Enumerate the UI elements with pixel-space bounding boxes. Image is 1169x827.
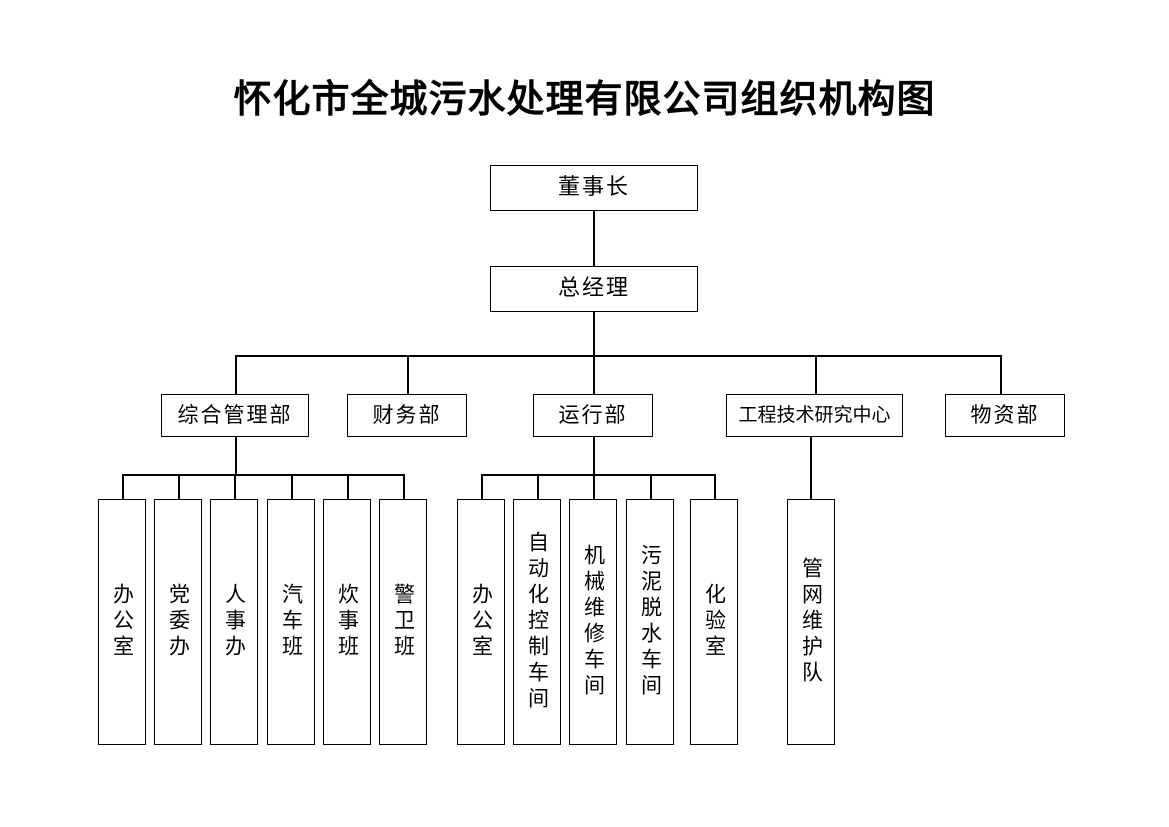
- node-op-office[interactable]: 办公室: [457, 499, 505, 745]
- node-ga-office-label: 办公室: [110, 583, 135, 661]
- node-department-engineering-center-label: 工程技术研究中心: [738, 404, 891, 427]
- connector-leg-op-lab: [714, 474, 716, 500]
- node-ga-kitchen-label: 炊事班: [335, 583, 360, 661]
- node-ga-kitchen[interactable]: 炊事班: [323, 499, 371, 745]
- connector-engineering-drop: [810, 437, 812, 500]
- node-department-general-admin-label: 综合管理部: [177, 402, 293, 427]
- operations-bus: [481, 474, 716, 476]
- node-op-lab-label: 化验室: [702, 583, 727, 661]
- general-admin-bus: [122, 474, 404, 476]
- connector-leg-ga-hr: [234, 474, 236, 500]
- node-department-finance-label: 财务部: [372, 402, 442, 427]
- node-op-sludge[interactable]: 污泥脱水车间: [626, 499, 674, 745]
- connector-leg-op-auto-control: [537, 474, 539, 500]
- node-ga-office[interactable]: 办公室: [98, 499, 146, 745]
- node-ga-vehicle-label: 汽车班: [279, 583, 304, 661]
- connector-leg-ga-vehicle: [291, 474, 293, 500]
- node-department-operations[interactable]: 运行部: [533, 394, 653, 437]
- department-bus: [235, 355, 1001, 357]
- node-eng-pipe-maint[interactable]: 管网维护队: [787, 499, 835, 745]
- page-title: 怀化市全城污水处理有限公司组织机构图: [233, 76, 936, 121]
- node-op-mech-repair[interactable]: 机械维修车间: [569, 499, 617, 745]
- connector-leg-ga-guard: [403, 474, 405, 500]
- node-department-operations-label: 运行部: [558, 402, 628, 427]
- node-ga-party[interactable]: 党委办: [154, 499, 202, 745]
- node-op-auto-control-label: 自动化控制车间: [525, 531, 550, 713]
- node-general-manager[interactable]: 总经理: [490, 266, 698, 312]
- node-ga-guard[interactable]: 警卫班: [379, 499, 427, 745]
- node-chairman[interactable]: 董事长: [490, 165, 698, 211]
- node-department-finance[interactable]: 财务部: [347, 394, 467, 437]
- connector-gm-drop: [593, 312, 595, 356]
- node-ga-party-label: 党委办: [166, 583, 191, 661]
- node-ga-hr[interactable]: 人事办: [210, 499, 258, 745]
- connector-drop-engineering-center: [815, 355, 817, 394]
- connector-leg-op-office: [481, 474, 483, 500]
- node-ga-vehicle[interactable]: 汽车班: [267, 499, 315, 745]
- node-department-engineering-center[interactable]: 工程技术研究中心: [726, 394, 903, 437]
- node-department-general-admin[interactable]: 综合管理部: [161, 394, 309, 437]
- connector-leg-ga-kitchen: [347, 474, 349, 500]
- connector-drop-general-admin: [235, 355, 237, 394]
- node-department-materials-label: 物资部: [970, 402, 1040, 427]
- node-ga-hr-label: 人事办: [222, 583, 247, 661]
- connector-general-admin-drop: [235, 437, 237, 475]
- node-eng-pipe-maint-label: 管网维护队: [799, 557, 824, 687]
- node-op-office-label: 办公室: [469, 583, 494, 661]
- node-op-sludge-label: 污泥脱水车间: [638, 544, 663, 700]
- node-chairman-label: 董事长: [557, 174, 630, 200]
- connector-drop-materials: [1000, 355, 1002, 394]
- connector-leg-ga-party: [178, 474, 180, 500]
- connector-leg-op-sludge: [650, 474, 652, 500]
- connector-operations-drop: [593, 437, 595, 475]
- connector-leg-ga-office: [122, 474, 124, 500]
- node-op-mech-repair-label: 机械维修车间: [581, 544, 606, 700]
- node-department-materials[interactable]: 物资部: [945, 394, 1065, 437]
- node-op-lab[interactable]: 化验室: [690, 499, 738, 745]
- connector-leg-op-mech-repair: [593, 474, 595, 500]
- node-general-manager-label: 总经理: [557, 275, 630, 301]
- connector-drop-finance: [407, 355, 409, 394]
- connector-chairman-to-gm: [593, 211, 595, 266]
- node-op-auto-control[interactable]: 自动化控制车间: [513, 499, 561, 745]
- node-ga-guard-label: 警卫班: [391, 583, 416, 661]
- connector-drop-operations: [593, 355, 595, 394]
